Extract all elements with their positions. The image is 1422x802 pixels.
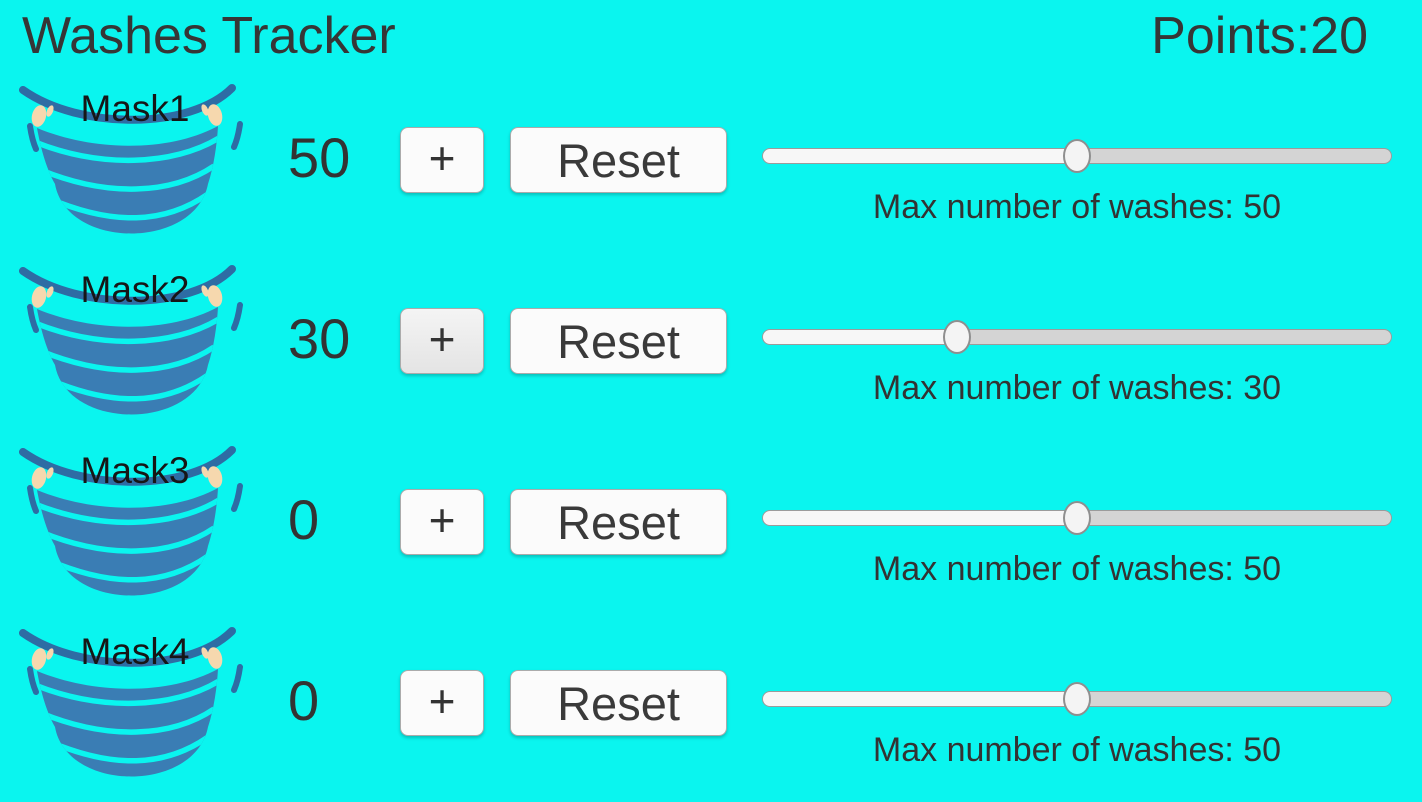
increment-button[interactable]: + [400, 127, 484, 193]
wash-count: 0 [288, 669, 320, 732]
wash-count: 50 [288, 126, 351, 189]
max-washes-slider[interactable] [762, 682, 1392, 716]
mask-image: Mask4 [15, 621, 255, 786]
points-display: Points:20 [1151, 6, 1368, 66]
mask-row: Mask1 50 + Reset Max number of washes: 5… [0, 78, 1422, 259]
slider-thumb[interactable] [1063, 501, 1091, 535]
mask-row: Mask3 0 + Reset Max number of washes: 50 [0, 440, 1422, 621]
max-washes-label: Max number of washes: 50 [872, 731, 1282, 769]
max-washes-label: Max number of washes: 50 [872, 550, 1282, 588]
mask-name-label: Mask2 [80, 269, 190, 310]
points-label: Points: [1151, 7, 1311, 65]
mask-image: Mask3 [15, 440, 255, 605]
slider-fill [763, 330, 959, 344]
increment-button[interactable]: + [400, 489, 484, 555]
reset-button[interactable]: Reset [510, 670, 727, 736]
wash-count: 30 [288, 307, 351, 370]
max-washes-slider[interactable] [762, 139, 1392, 173]
slider-thumb[interactable] [1063, 682, 1091, 716]
mask-name-label: Mask1 [80, 88, 190, 129]
max-washes-label: Max number of washes: 50 [872, 188, 1282, 226]
mask-name-label: Mask3 [80, 450, 190, 491]
increment-button[interactable]: + [400, 308, 484, 374]
max-washes-label: Max number of washes: 30 [872, 369, 1282, 407]
slider-thumb[interactable] [1063, 139, 1091, 173]
max-washes-slider[interactable] [762, 501, 1392, 535]
max-washes-slider[interactable] [762, 320, 1392, 354]
mask-image: Mask1 [15, 78, 255, 243]
slider-fill [763, 692, 1078, 706]
mask-image: Mask2 [15, 259, 255, 424]
increment-button[interactable]: + [400, 670, 484, 736]
mask-row: Mask2 30 + Reset Max number of washes: 3… [0, 259, 1422, 440]
wash-count: 0 [288, 488, 320, 551]
points-value: 20 [1310, 7, 1368, 65]
slider-track[interactable] [762, 329, 1392, 345]
slider-fill [763, 149, 1078, 163]
slider-thumb[interactable] [943, 320, 972, 354]
reset-button[interactable]: Reset [510, 308, 727, 374]
slider-fill [763, 511, 1078, 525]
mask-name-label: Mask4 [80, 631, 190, 672]
page-title: Washes Tracker [22, 7, 396, 65]
reset-button[interactable]: Reset [510, 127, 727, 193]
mask-row: Mask4 0 + Reset Max number of washes: 50 [0, 621, 1422, 802]
reset-button[interactable]: Reset [510, 489, 727, 555]
